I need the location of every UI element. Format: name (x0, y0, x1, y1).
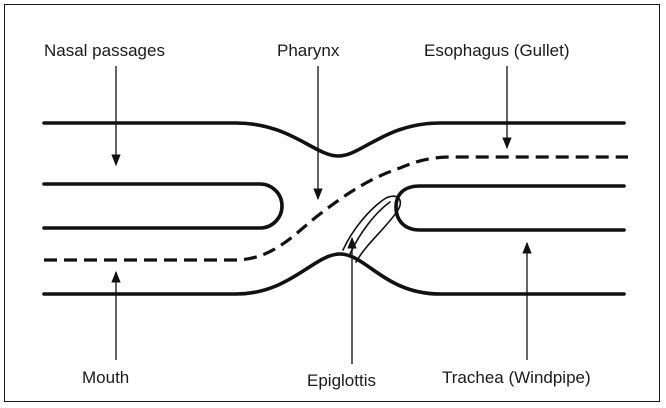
label-esophagus: Esophagus (Gullet) (424, 41, 570, 60)
label-trachea: Trachea (Windpipe) (442, 368, 591, 387)
food-passage-dashed (44, 157, 628, 260)
upper-wall (44, 123, 624, 156)
label-mouth: Mouth (82, 368, 129, 387)
label-nasal-passages: Nasal passages (44, 41, 165, 60)
trachea-loop (396, 186, 624, 230)
label-epiglottis: Epiglottis (307, 371, 376, 390)
label-pharynx: Pharynx (277, 41, 340, 60)
palate-outline (44, 184, 282, 228)
